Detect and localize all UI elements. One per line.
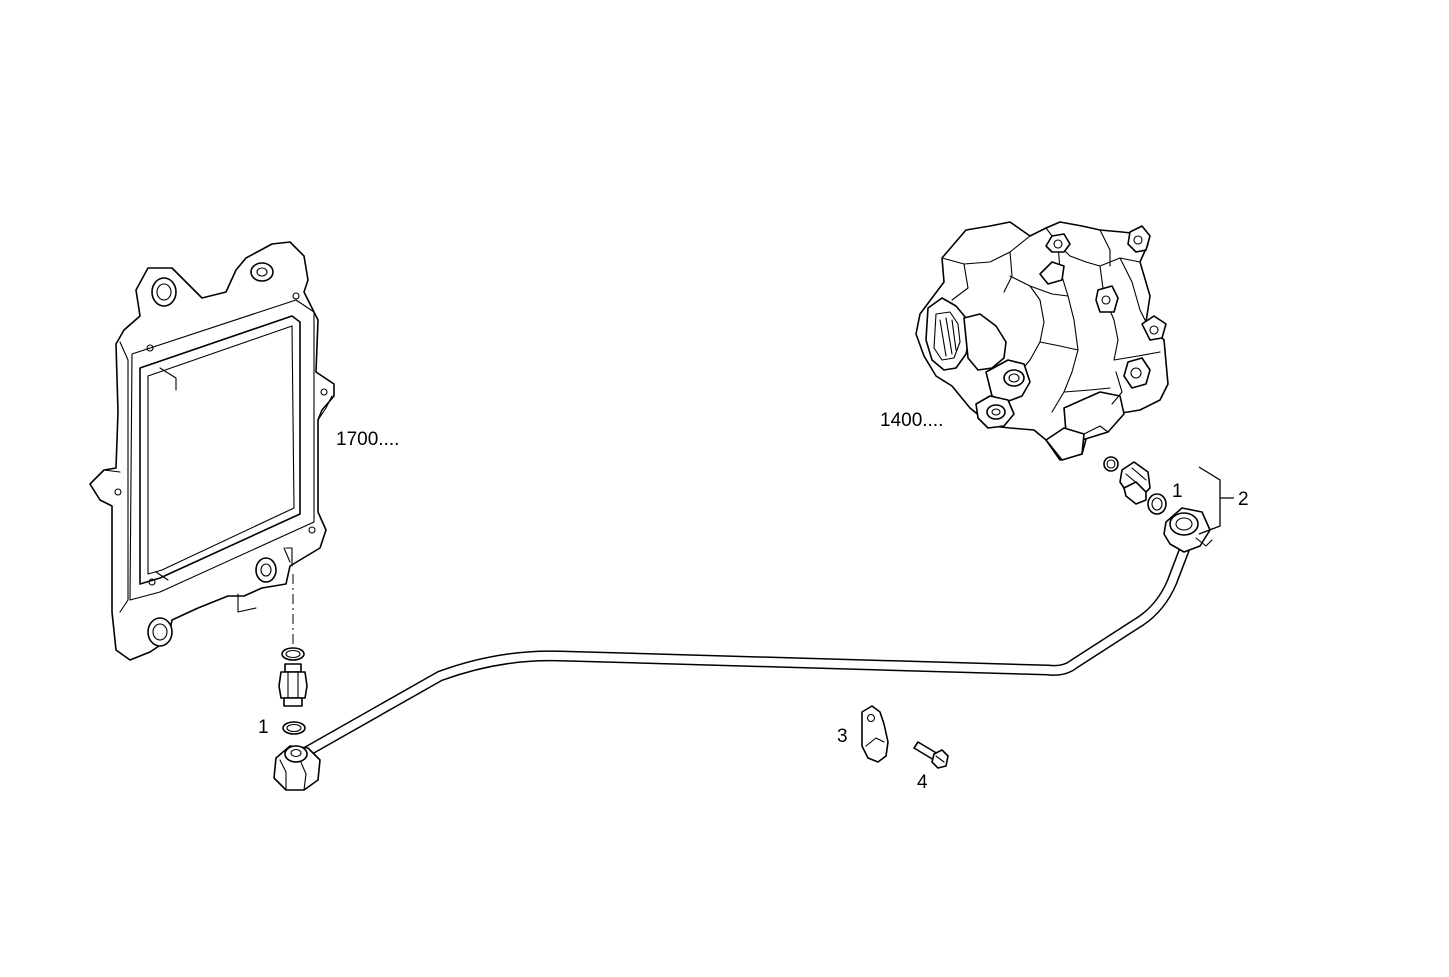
- pipe-clamp: [861, 705, 889, 763]
- clamp-label: 3: [837, 726, 848, 747]
- ecu-reference-label: 1700....: [336, 429, 399, 450]
- pipe-nut-left: [273, 745, 321, 791]
- injection-pump: [915, 221, 1169, 461]
- seal-left-label: 1: [258, 717, 269, 738]
- fuel-pipe: [300, 534, 1194, 758]
- pipe-nut-right: [1163, 507, 1213, 553]
- union-fitting-right: [1119, 461, 1151, 505]
- screw: [913, 741, 949, 769]
- pipe-assembly-label: 2: [1238, 489, 1249, 510]
- seal-ring-left-upper: [281, 647, 305, 661]
- union-fitting-left: [278, 663, 308, 707]
- ecu-housing: [89, 241, 335, 661]
- seal-right-label: 1: [1172, 481, 1183, 502]
- seal-ring-left-lower: [282, 721, 306, 735]
- seal-ring-right-upper: [1103, 456, 1119, 472]
- screw-label: 4: [917, 772, 928, 793]
- seal-ring-right-lower: [1147, 493, 1167, 515]
- pump-reference-label: 1400....: [880, 410, 943, 431]
- assembly-bracket: [1198, 466, 1234, 535]
